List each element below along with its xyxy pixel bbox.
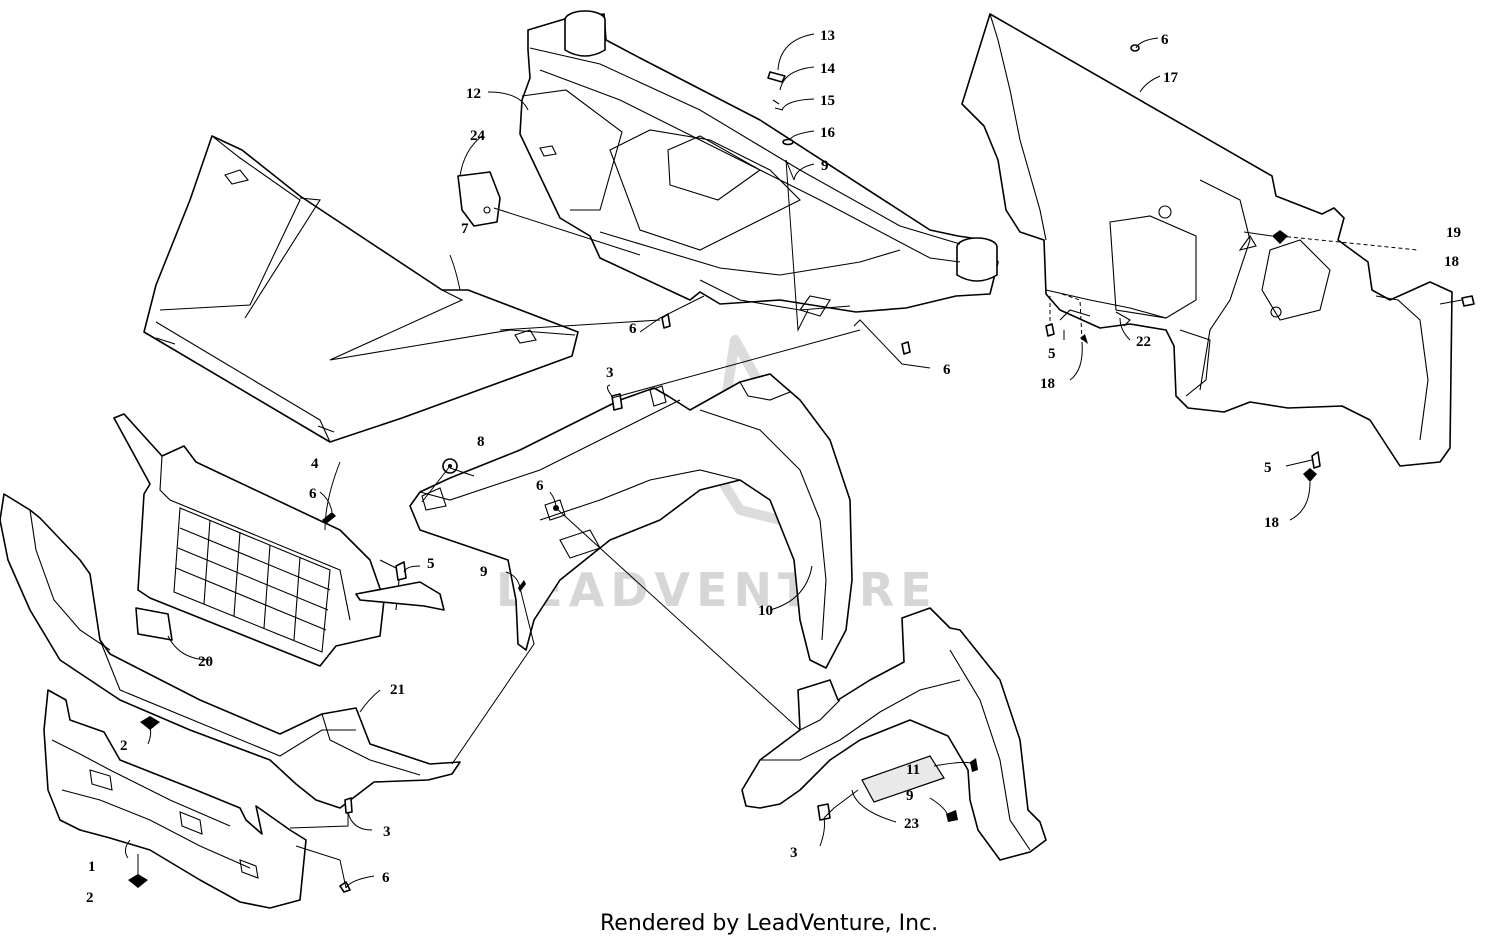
callout-18: 18	[1264, 515, 1279, 531]
callout-6: 6	[309, 486, 317, 502]
callout-15: 15	[820, 93, 835, 109]
callout-14: 14	[820, 61, 836, 77]
callout-13: 13	[820, 28, 835, 44]
callout-19: 19	[1446, 225, 1461, 241]
callout-9: 9	[821, 158, 829, 174]
callout-2: 2	[120, 738, 128, 754]
callout-18: 18	[1040, 376, 1055, 392]
callout-3: 3	[383, 824, 391, 840]
part-emblem	[135, 607, 173, 641]
callout-3: 3	[790, 845, 798, 861]
callout-6: 6	[943, 362, 951, 378]
callout-20: 20	[198, 654, 213, 670]
callout-18: 18	[1444, 254, 1459, 270]
callout-3: 3	[606, 365, 614, 381]
callout-6: 6	[536, 478, 544, 494]
part-fender	[741, 607, 1047, 861]
callout-16: 16	[820, 125, 836, 141]
callout-21: 21	[390, 682, 405, 698]
callout-5: 5	[1264, 460, 1272, 476]
callout-11: 11	[906, 762, 920, 778]
callout-2: 2	[86, 890, 94, 906]
callout-7: 7	[461, 221, 469, 237]
callout-8: 8	[477, 434, 485, 450]
part-fender-frame	[409, 373, 853, 669]
callout-17: 17	[1163, 70, 1179, 86]
callout-labels: 1 2 2 3 3 3 4 5 5 5 6 6 6 6 6 6 7 8 9 9 …	[86, 28, 1461, 906]
callout-1: 1	[88, 859, 96, 875]
callout-23: 23	[904, 816, 919, 832]
part-5-bracket-left	[355, 581, 445, 611]
footer-credit: Rendered by LeadVenture, Inc.	[600, 911, 938, 936]
callout-9: 9	[906, 788, 914, 804]
callout-6: 6	[1161, 32, 1169, 48]
callout-22: 22	[1136, 334, 1151, 350]
leader-lines	[124, 33, 1463, 889]
callout-24: 24	[470, 128, 486, 144]
part-24-bracket	[457, 171, 501, 227]
callout-6: 6	[629, 321, 637, 337]
part-dash-frame	[519, 10, 999, 317]
callout-5: 5	[427, 556, 435, 572]
callout-6: 6	[382, 870, 390, 886]
part-hood	[143, 135, 579, 443]
part-skid-plate	[43, 689, 307, 909]
part-front-fascia	[0, 493, 461, 809]
callout-5: 5	[1048, 346, 1056, 362]
part-grille	[113, 413, 401, 667]
part-22-panel	[1115, 311, 1131, 327]
callout-12: 12	[466, 86, 481, 102]
callout-10: 10	[758, 603, 773, 619]
callout-9: 9	[480, 564, 488, 580]
part-firewall	[961, 13, 1453, 467]
dashed-leaders	[1049, 235, 1419, 341]
callout-4: 4	[311, 456, 319, 472]
